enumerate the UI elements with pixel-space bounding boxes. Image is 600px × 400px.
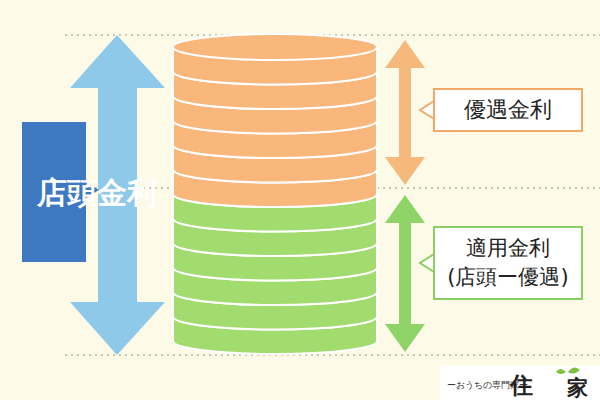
double-arrow bbox=[385, 195, 425, 352]
guide-lines bbox=[65, 35, 600, 355]
rate-label-box: 適用金利 (店頭ー優遇) bbox=[433, 226, 583, 300]
guide-line bbox=[65, 354, 600, 356]
double-arrow bbox=[385, 40, 425, 185]
rate-label-box: 店頭金利 bbox=[22, 122, 86, 262]
leaf-icon bbox=[556, 367, 580, 374]
node-text: 店頭金利 bbox=[37, 176, 71, 209]
coin-stack bbox=[173, 34, 377, 354]
logo-text: 住 bbox=[510, 370, 533, 400]
coin-top bbox=[173, 34, 377, 60]
pointer bbox=[420, 101, 434, 119]
pointer bbox=[86, 182, 99, 198]
node-text: 適用金利 (店頭ー優遇) bbox=[438, 234, 578, 293]
node-text: 優遇金利 bbox=[438, 96, 578, 125]
pointer bbox=[420, 254, 434, 272]
rate-label-box: 優遇金利 bbox=[433, 88, 583, 132]
logo-text: 家 bbox=[567, 374, 588, 400]
